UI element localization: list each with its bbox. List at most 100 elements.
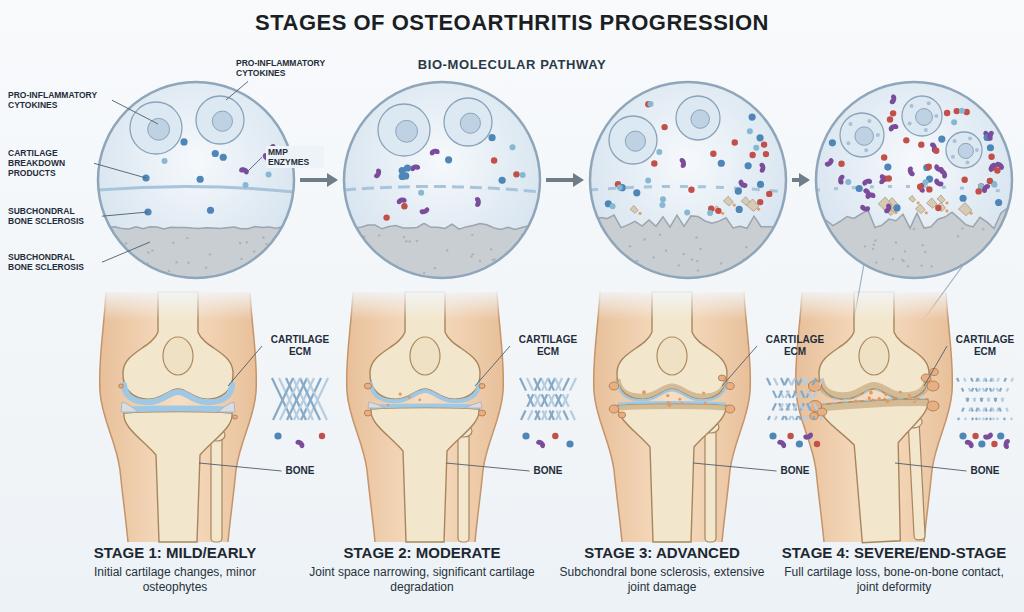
bone-speck <box>629 245 631 247</box>
inflammatory-dot <box>661 124 667 130</box>
subchondral-bone <box>94 227 300 282</box>
leader-line <box>102 212 148 216</box>
mmp-enzyme <box>964 438 975 449</box>
inflammatory-dot <box>814 441 820 447</box>
bone-speck <box>205 266 207 268</box>
sclerosis-band <box>821 401 927 408</box>
collagen-fiber <box>555 378 575 420</box>
bone-fragment <box>916 204 926 214</box>
breakdown-dot <box>707 210 713 216</box>
bone-speck <box>872 248 874 250</box>
cell-vesicle <box>867 119 871 123</box>
erosion-speck <box>886 400 890 404</box>
breakdown-dot <box>922 179 928 185</box>
bone-speck <box>636 260 638 262</box>
cytokine-dot <box>959 195 966 202</box>
inflammatory-dot <box>887 116 893 122</box>
label-anchor: CARTILAGE ECM <box>951 334 1019 359</box>
bone-speck <box>920 264 922 266</box>
breakdown-dot <box>520 172 526 178</box>
leader-line <box>102 242 150 262</box>
mmp-enzyme <box>888 123 900 132</box>
osteophyte <box>817 408 827 416</box>
cytokine-dot <box>274 432 281 439</box>
label-anchor: STAGE 3: ADVANCED <box>550 544 774 563</box>
label-anchor: PRO-INFLAMMATORY CYTOKINES <box>236 58 336 80</box>
mmp-enzyme <box>419 207 430 216</box>
bone-speck <box>755 260 757 262</box>
callout-label: SUBCHONDRAL BONE SCLEROSIS <box>8 206 98 226</box>
stage-heading: STAGE 2: MODERATE <box>344 544 501 563</box>
inflammatory-dot <box>763 151 769 157</box>
bone-speck <box>600 242 602 244</box>
part-label: BONE <box>286 465 315 477</box>
breakdown-dot <box>951 119 957 125</box>
erosion-speck <box>969 212 972 215</box>
circle-outline <box>590 82 786 278</box>
bone-speck <box>521 245 523 247</box>
pathway-circle <box>340 82 546 282</box>
cytokine-dot <box>566 440 573 447</box>
mmp-enzyme <box>983 432 994 441</box>
inflammatory-dot <box>954 108 960 114</box>
bone-speck <box>696 260 698 262</box>
bone-speck <box>930 265 932 267</box>
cytokine-dot <box>856 185 863 192</box>
inflammatory-dot <box>552 433 558 439</box>
bone-speck <box>381 262 383 264</box>
femur-bone <box>370 292 480 399</box>
label-anchor: CARTILAGE ECM <box>514 334 582 359</box>
bone-speck <box>378 234 380 236</box>
label-anchor: SUBCHONDRAL BONE SCLEROSIS <box>8 206 98 228</box>
mmp-enzyme <box>879 174 886 185</box>
molecule-group <box>142 138 275 215</box>
erosion-speck <box>704 401 707 404</box>
cytokine-dot <box>633 189 640 196</box>
bone-speck <box>409 240 411 242</box>
erosion-speck <box>407 395 410 398</box>
erosion-speck <box>914 397 918 401</box>
mmp-enzyme <box>759 163 765 173</box>
erosion-speck <box>854 400 858 404</box>
fibula-bone <box>705 427 716 542</box>
bone-speck <box>691 258 693 260</box>
bone-speck <box>892 258 894 260</box>
inflammatory-dot <box>401 203 407 209</box>
inflammatory-dot <box>651 160 657 166</box>
erosion-speck <box>884 393 887 396</box>
bone-speck <box>682 253 684 255</box>
bone-speck <box>1010 238 1012 240</box>
bone-speck <box>745 246 747 248</box>
knee-illustration <box>347 292 504 542</box>
chondrocyte-cell <box>946 132 982 168</box>
tibia-group <box>124 409 232 543</box>
mmp-enzyme <box>986 130 994 141</box>
fibula-bone <box>458 431 469 542</box>
inflammatory-dot <box>710 150 716 156</box>
leader-line <box>248 157 262 171</box>
breakdown-dot <box>659 202 665 208</box>
erosion-speck <box>877 397 881 401</box>
femoral-cartilage <box>618 383 726 400</box>
knee-illustration <box>796 292 953 545</box>
erosion-speck <box>667 401 671 405</box>
leg-outline <box>347 292 375 542</box>
ecm-fibers <box>957 378 1013 449</box>
chondrocyte-cell <box>196 96 244 144</box>
erosion-speck <box>721 212 724 215</box>
collagen-fiber <box>273 378 293 420</box>
bone-speck <box>875 261 877 263</box>
cytokine-dot <box>212 150 219 157</box>
mmp-enzyme <box>803 432 814 441</box>
arrow-head <box>327 173 338 187</box>
leader-line <box>228 346 262 386</box>
bone-speck <box>924 251 926 253</box>
title: STAGES OF OSTEOARTHRITIS PROGRESSION <box>255 10 769 36</box>
cell-vesicle <box>975 148 979 152</box>
inflammatory-dot <box>935 205 941 211</box>
breakdown-dot <box>753 145 759 151</box>
bone-speck <box>125 242 127 244</box>
bone-speck <box>606 257 608 259</box>
